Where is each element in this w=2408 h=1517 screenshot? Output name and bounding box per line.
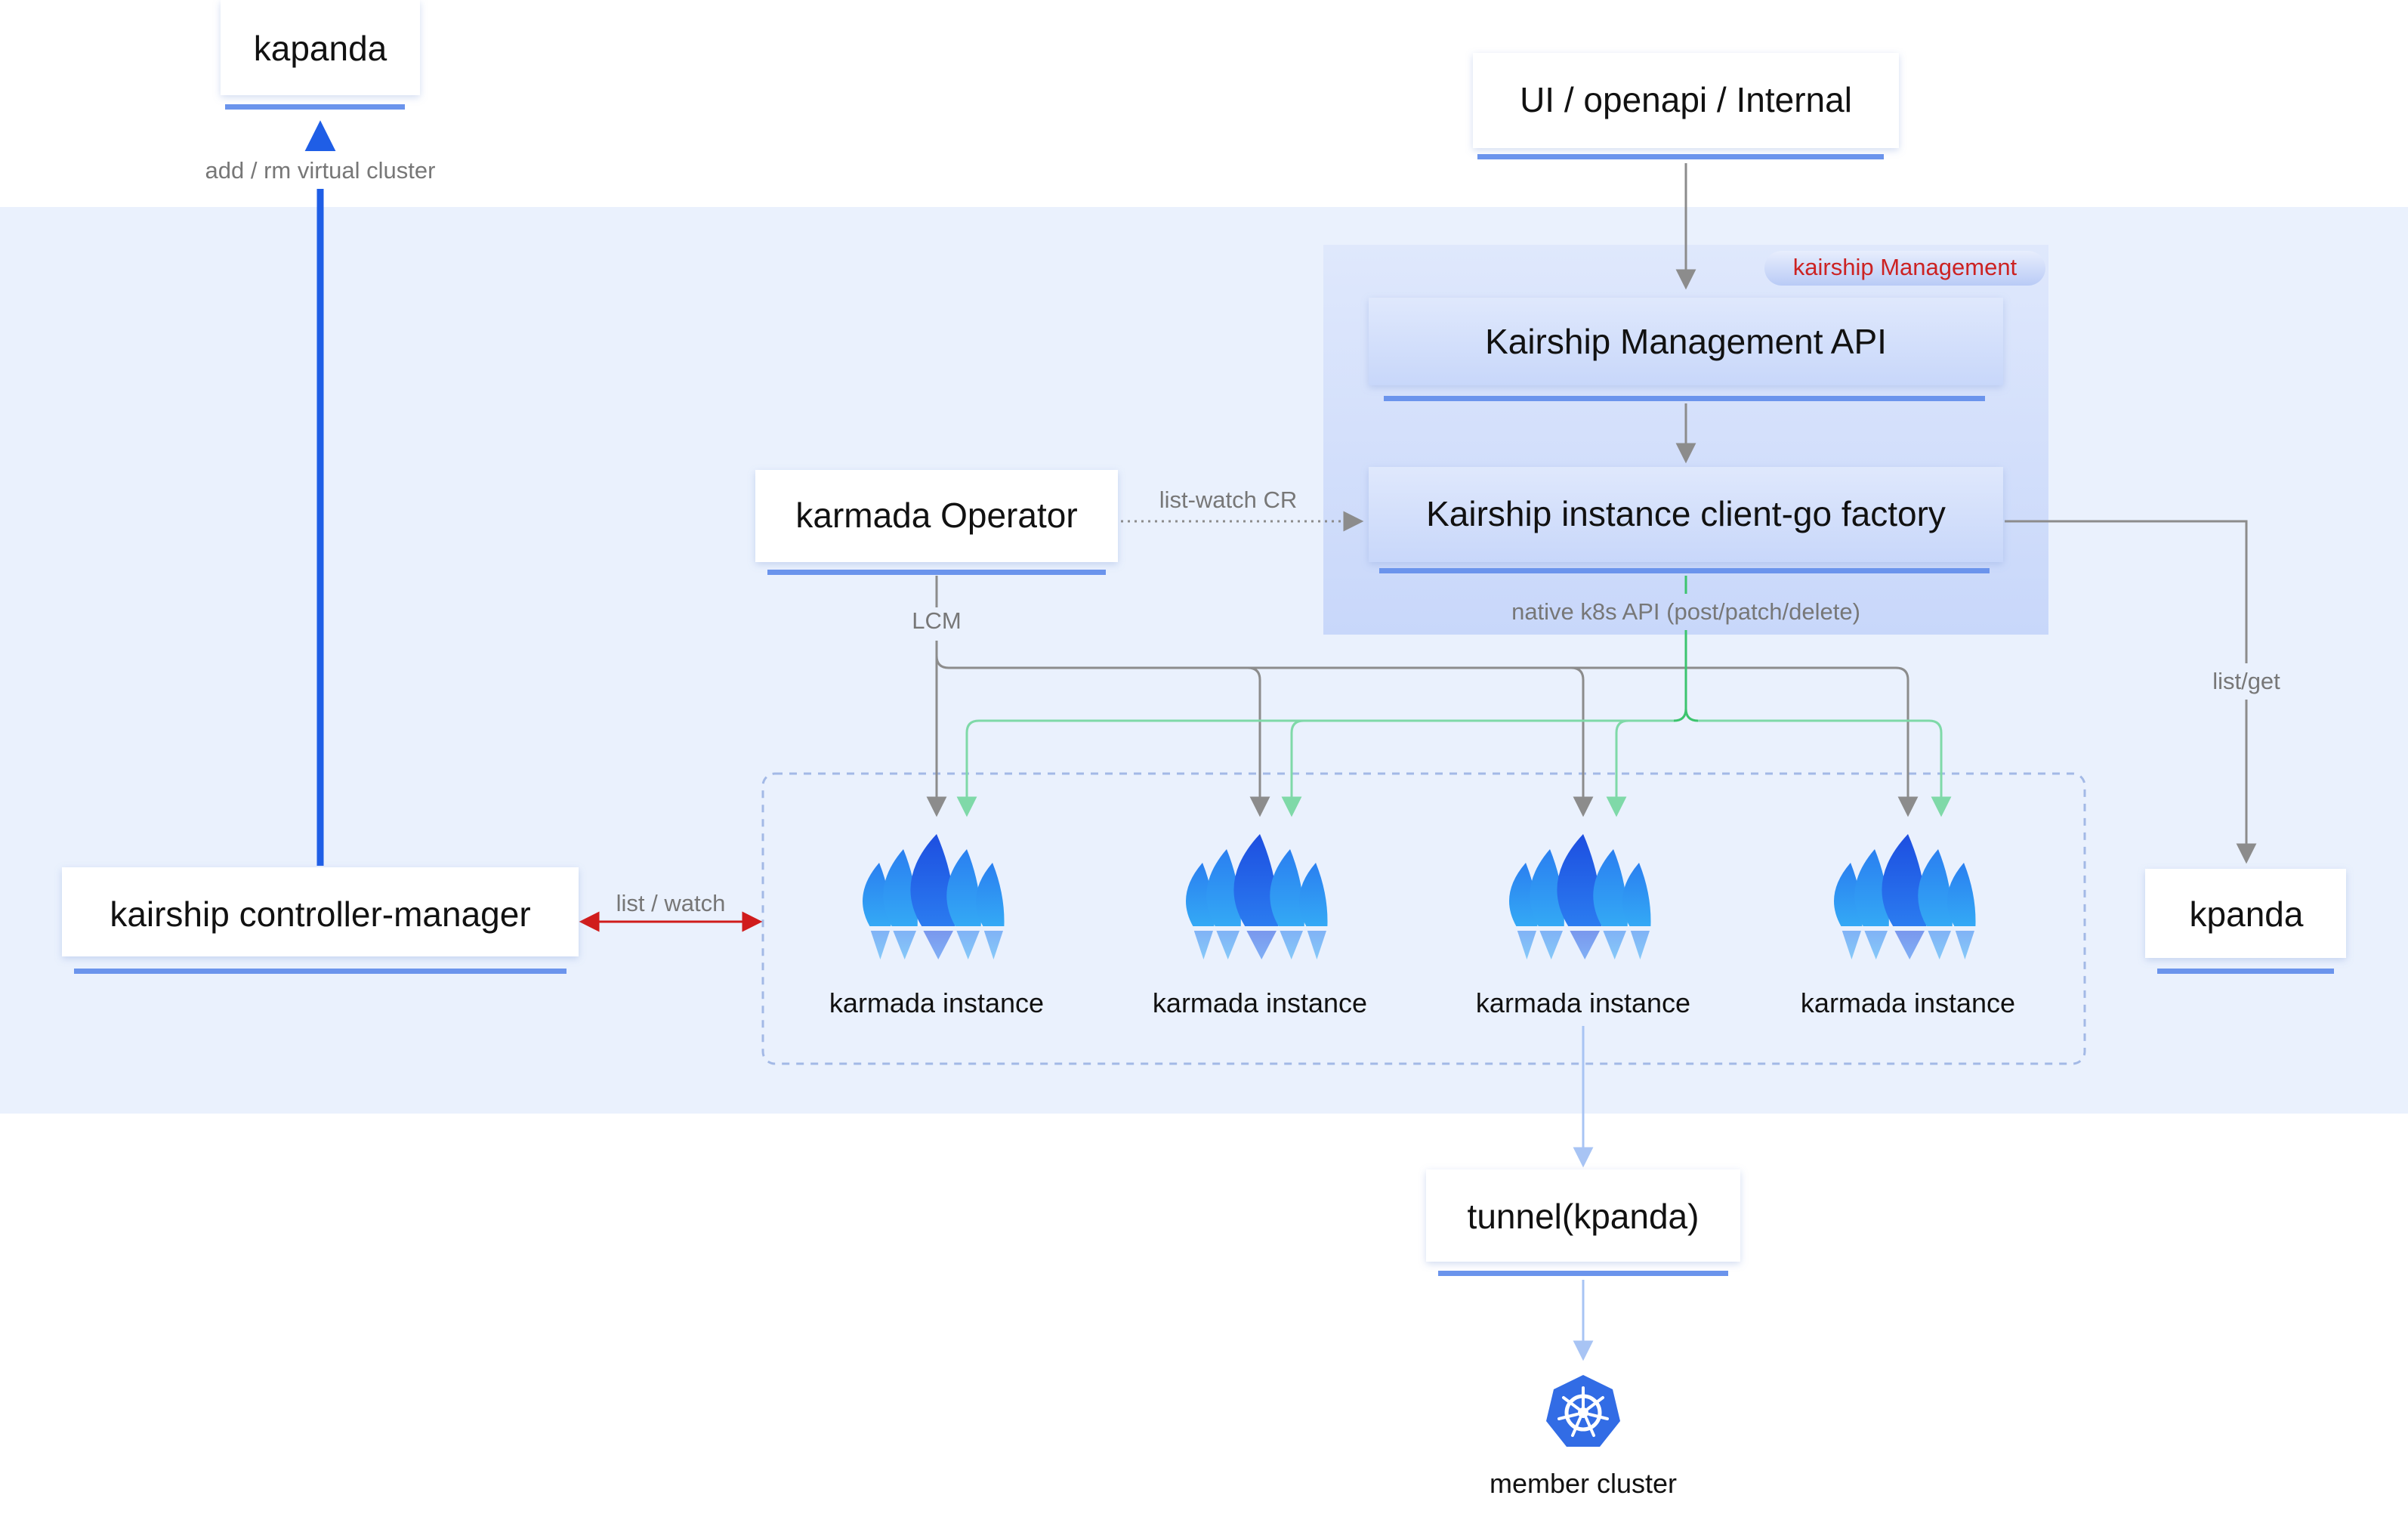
kapanda-box-label: kapanda [254,29,387,68]
instances-container [761,772,2086,1065]
lcm-label: LCM [912,607,961,634]
karmada-sails-icon [862,834,1005,959]
lcm-edges [926,576,1919,817]
kapanda-box: kapanda [221,0,420,110]
karmada-instance: karmada instance [1153,834,1367,1018]
list-get-label: list/get [2212,668,2280,694]
tunnel-box: tunnel(kpanda) [1426,1169,1740,1276]
controller-manager-box-label: kairship controller-manager [110,894,530,934]
kairship-management-badge: kairship Management [1764,251,2045,286]
management-api-box-label: Kairship Management API [1485,322,1887,361]
kairship-management-badge-label: kairship Management [1793,254,2017,280]
karmada-instance: karmada instance [1476,834,1690,1018]
karmada-sails-icon [1185,834,1328,959]
karmada-instance-label: karmada instance [1801,987,2015,1018]
karmada-operator-box: karmada Operator [755,470,1118,575]
karmada-instance: karmada instance [829,834,1044,1018]
ui-openapi-box: UI / openapi / Internal [1473,53,1899,159]
management-api-box: Kairship Management API [1369,298,2003,401]
ui-openapi-box-label: UI / openapi / Internal [1520,80,1852,119]
karmada-instance: karmada instance [1801,834,2015,1018]
tunnel-box-label: tunnel(kpanda) [1468,1197,1699,1236]
edge-list-get [2005,520,2257,864]
client-factory-box-label: Kairship instance client-go factory [1426,494,1946,533]
controller-manager-box: kairship controller-manager [62,867,579,974]
karmada-sails-icon [1833,834,1976,959]
karmada-operator-box-label: karmada Operator [795,496,1077,535]
kubernetes-helm-icon [1546,1375,1620,1447]
add-rm-virtual-cluster-label: add / rm virtual cluster [205,157,436,184]
client-factory-box: Kairship instance client-go factory [1369,467,2003,573]
member-cluster-label: member cluster [1490,1468,1677,1499]
karmada-instance-label: karmada instance [1476,987,1690,1018]
kpanda-box: kpanda [2145,869,2346,974]
karmada-instance-label: karmada instance [1153,987,1367,1018]
list-watch-cr-label: list-watch CR [1159,487,1298,513]
native-api-label: native k8s API (post/patch/delete) [1511,598,1860,625]
list-watch-label: list / watch [616,890,726,916]
kpanda-box-label: kpanda [2190,894,2304,934]
karmada-sails-icon [1508,834,1651,959]
karmada-instances: karmada instance karmada instance karmada … [829,834,2015,1018]
native-api-edges [956,576,1952,817]
karmada-instance-label: karmada instance [829,987,1044,1018]
